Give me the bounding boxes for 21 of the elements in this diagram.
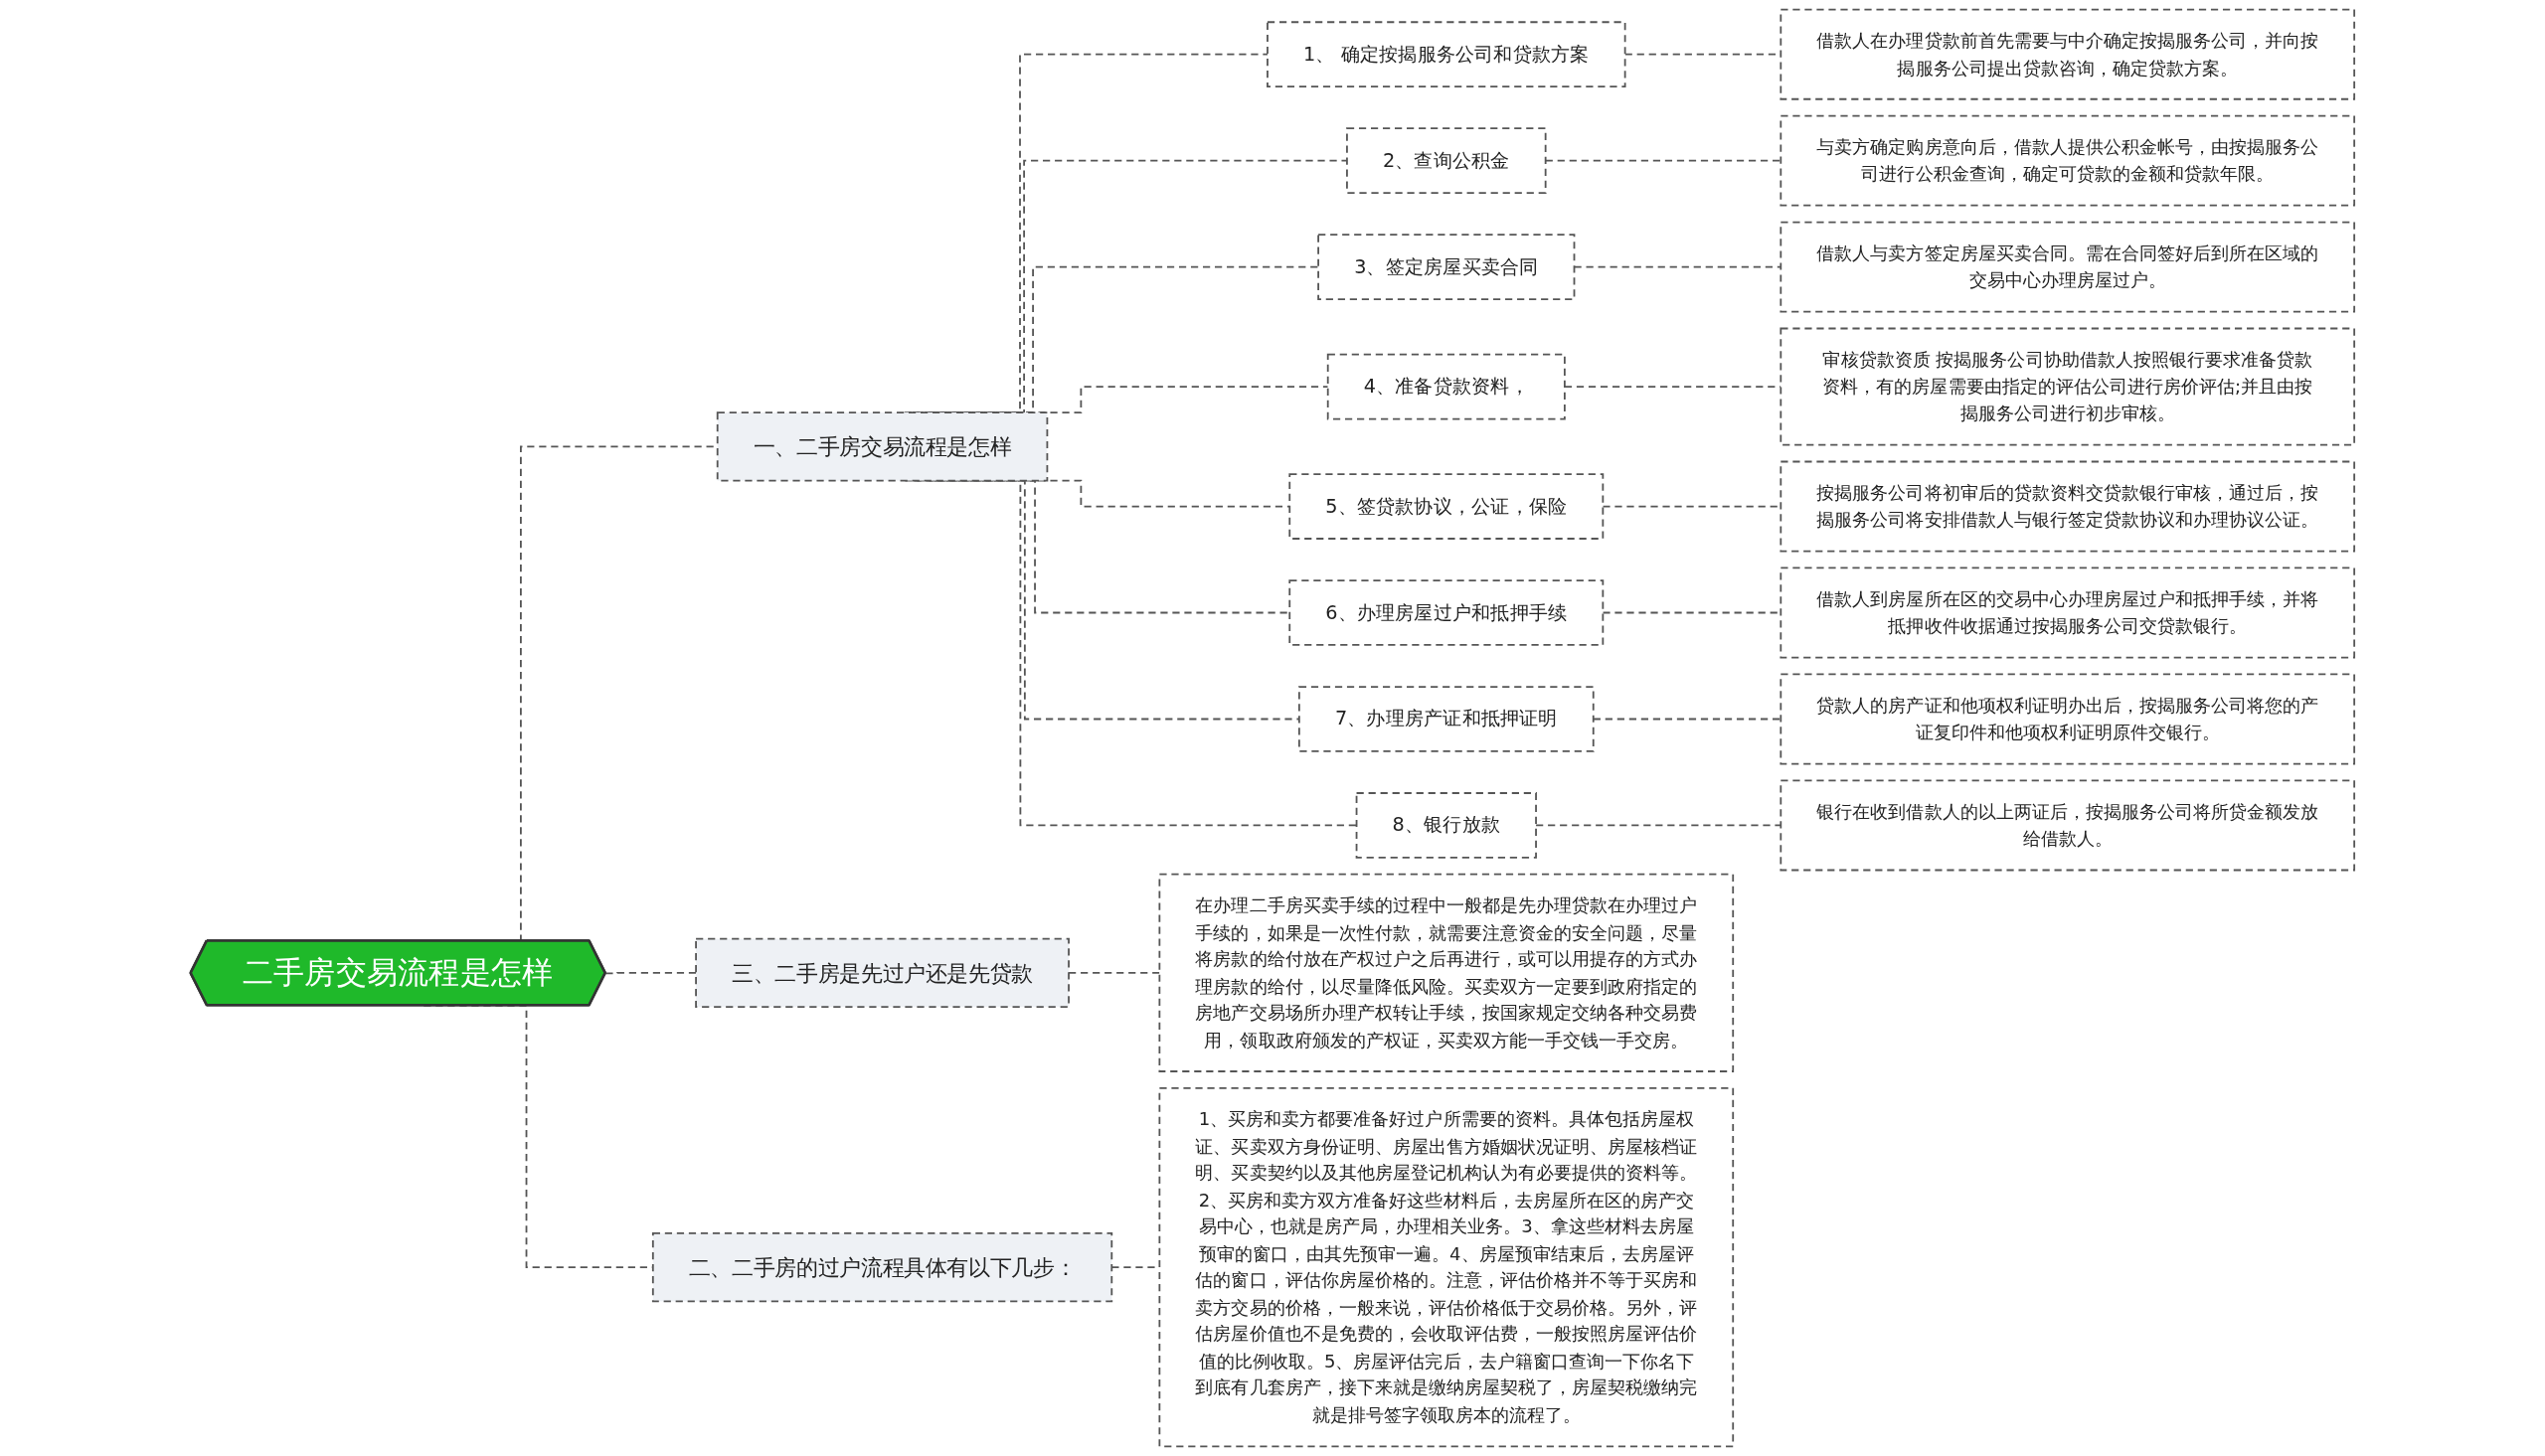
node-box: 在办理二手房买卖手续的过程中一般都是先办理贷款在办理过户手续的，如果是一次性付款，就需要注意资金的安全问题，尽量将房款的给付放在产权过户之后再进行，或可以用提存的方式办理房款的给付，以尽量降低风险。买卖双方一定要到政府指定的房地产交易场所办理产权转让手续，按国家规定交纳各种交易费用，领取政府颁发的产权证，买卖双方能一手交钱一手交房。 bbox=[1158, 873, 1735, 1072]
node-box: 一、二手房交易流程是怎样 bbox=[716, 411, 1049, 482]
node-box: 与卖方确定购房意向后，借款人提供公积金帐号，由按揭服务公司进行公积金查询，确定可贷款的金额和贷款年限。 bbox=[1780, 114, 2356, 207]
node-box: 银行在收到借款人的以上两证后，按揭服务公司将所贷金额发放给借款人。 bbox=[1780, 779, 2356, 872]
node-box: 2、查询公积金 bbox=[1346, 127, 1547, 194]
node-box: 1、买房和卖方都要准备好过户所需要的资料。具体包括房屋权证、买卖双方身份证明、房屋出售方婚姻状况证明、房屋核档证明、买卖契约以及其他房屋登记机构认为有必要提供的资料等。2、买房和卖方双方准备好这些材料后，去房屋所在区的房产交易中心，也就是房产局，办理相关业务。3、拿这些材料去房屋预审的窗口，由其先预审一遍。4、房屋预审结束后，去房屋评估的窗口，评估你房屋价格的。注意，评估价格并不等于买房和卖方交易的价格，一般来说，评估价格低于交易价格。另外，评估房屋价值也不是免费的，会收取评估费，一般按照房屋评估价值的比例收取。5、房屋评估完后，去户籍窗口查询一下你名下到底有几套房产，接下来就是缴纳房屋契税了，房屋契税缴纳完就是排号签字领取房本的流程了。 bbox=[1158, 1086, 1735, 1448]
node-box: 借款人与卖方签定房屋买卖合同。需在合同签好后到所在区域的交易中心办理房屋过户。 bbox=[1780, 221, 2356, 313]
node-box: 8、银行放款 bbox=[1355, 792, 1538, 859]
node-box: 6、办理房屋过户和抵押手续 bbox=[1288, 579, 1605, 646]
node-box: 7、办理房产证和抵押证明 bbox=[1298, 686, 1595, 752]
node-box: 审核贷款资质 按揭服务公司协助借款人按照银行要求准备贷款资料，有的房屋需要由指定的评估公司进行房价评估;并且由按揭服务公司进行初步审核。 bbox=[1780, 327, 2356, 446]
node-box: 贷款人的房产证和他项权利证明办出后，按揭服务公司将您的产证复印件和他项权利证明原件交银行。 bbox=[1780, 673, 2356, 765]
node-box: 4、准备贷款资料， bbox=[1326, 353, 1566, 420]
node-box: 借款人在办理贷款前首先需要与中介确定按揭服务公司，并向按揭服务公司提出贷款咨询，确定贷款方案。 bbox=[1780, 8, 2356, 100]
node-box: 按揭服务公司将初审后的贷款资料交贷款银行审核，通过后，按揭服务公司将安排借款人与银行签定贷款协议和办理协议公证。 bbox=[1780, 460, 2356, 553]
node-box: 1、 确定按揭服务公司和贷款方案 bbox=[1267, 21, 1626, 88]
node-box: 借款人到房屋所在区的交易中心办理房屋过户和抵押手续，并将抵押收件收据通过按揭服务公司交贷款银行。 bbox=[1780, 566, 2356, 659]
node-box: 二、二手房的过户流程具体有以下几步： bbox=[652, 1231, 1113, 1303]
node-box: 3、签定房屋买卖合同 bbox=[1317, 234, 1576, 300]
node-box: 5、签贷款协议，公证，保险 bbox=[1288, 473, 1605, 540]
node-box: 三、二手房是先过户还是先贷款 bbox=[695, 937, 1071, 1008]
